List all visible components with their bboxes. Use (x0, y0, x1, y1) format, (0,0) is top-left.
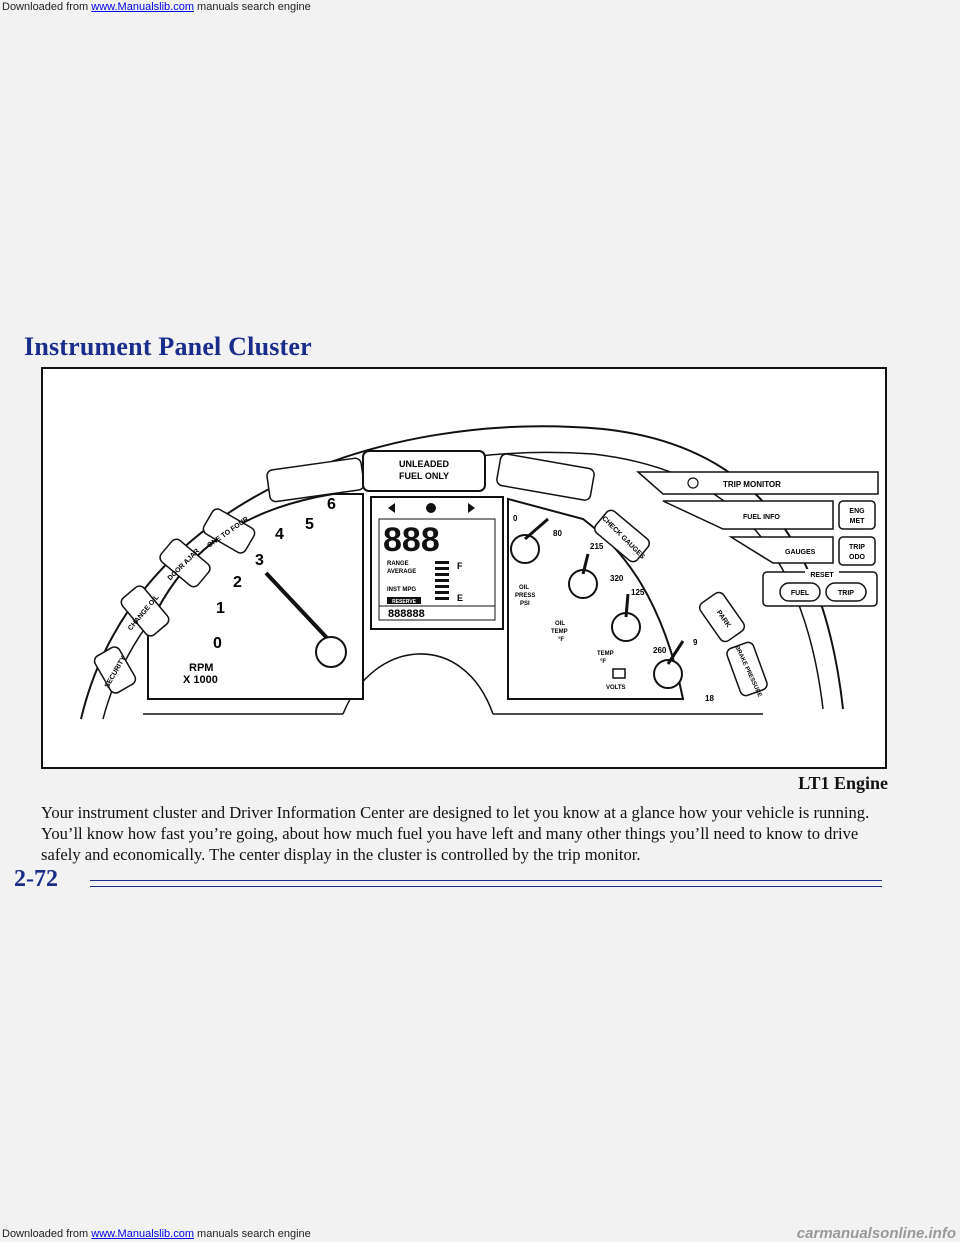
tach-number-6: 6 (327, 496, 336, 513)
coolant-temp-low: 125 (631, 588, 645, 597)
oil-press-label-3: PSI (520, 601, 530, 607)
coolant-temp-high: 260 (653, 646, 667, 655)
oil-press-high: 80 (553, 529, 562, 538)
eng-met-button-line-2: MET (850, 518, 866, 525)
gauges-button: GAUGES (785, 549, 816, 556)
tach-number-0: 0 (213, 635, 222, 652)
tach-hub (315, 636, 347, 668)
oil-press-low: 0 (513, 514, 518, 523)
eng-met-button-line-1: ENG (849, 508, 865, 515)
digital-speed-readout: 888 (383, 521, 440, 559)
tach-needle (264, 571, 330, 641)
right-turn-arrow-icon (468, 503, 475, 513)
fuel-info-button: FUEL INFO (743, 514, 780, 521)
tach-number-5: 5 (305, 516, 314, 533)
voltmeter-gauge: 9 18 VOLTS (606, 638, 714, 703)
banner-suffix: manuals search engine (193, 1, 311, 13)
inst-mpg-label: INST MPG (387, 587, 416, 593)
reset-fuel-button: FUEL (791, 590, 810, 597)
tach-number-1: 1 (216, 600, 225, 617)
figure-caption: LT1 Engine (798, 773, 888, 793)
tach-rpm-label: RPM (189, 662, 213, 674)
fuel-gauge-full-label: F (457, 561, 463, 571)
coolant-temp-label-2: °F (600, 659, 606, 665)
oil-temp-label-2: TEMP (551, 629, 568, 635)
fuel-bar-graph (435, 561, 449, 600)
oil-pressure-gauge: 0 80 OIL PRESS PSI (510, 514, 562, 607)
manualslib-link-top[interactable]: www.Manualslib.com (91, 1, 194, 13)
oil-temperature-gauge: 215 320 OIL TEMP °F (551, 542, 624, 643)
footer-rule (90, 880, 882, 887)
oil-temp-label-1: OIL (555, 621, 565, 627)
fuel-label-fuel-only: FUEL ONLY (399, 471, 449, 481)
reset-trip-button: TRIP (838, 590, 854, 597)
volts-label: VOLTS (606, 685, 626, 691)
tachometer: 0 1 2 3 4 5 6 RPM X 1000 (183, 496, 347, 686)
reset-label: RESET (810, 572, 834, 579)
banner-prefix: Downloaded from (2, 1228, 92, 1240)
reserve-label: RESERVE (392, 599, 416, 605)
oil-temp-high: 320 (610, 574, 624, 583)
trip-odo-button-line-2: ODO (849, 554, 866, 561)
tach-number-2: 2 (233, 574, 242, 591)
watermark: carmanualsonline.info (796, 1225, 956, 1242)
trip-odo-button-line-1: TRIP (849, 544, 865, 551)
page-number: 2-72 (14, 866, 58, 892)
banner-prefix: Downloaded from (2, 1, 92, 13)
download-source-banner-top: Downloaded from www.Manualslib.com manua… (0, 0, 960, 14)
fuel-gauge-empty-label: E (457, 593, 463, 603)
left-turn-arrow-icon (388, 503, 395, 513)
tach-number-3: 3 (255, 552, 264, 569)
battery-icon (612, 668, 626, 679)
volts-high: 18 (705, 694, 714, 703)
oil-press-label-2: PRESS (515, 593, 535, 599)
tach-number-4: 4 (275, 526, 284, 543)
coolant-temp-label-1: TEMP (597, 651, 614, 657)
body-paragraph: Your instrument cluster and Driver Infor… (41, 803, 870, 864)
left-indicator-column: SECURITY CHANGE OIL DOOR AJAR ONE TO FOU… (93, 508, 256, 694)
trip-monitor-indicator-icon (687, 477, 699, 489)
oil-temp-low: 215 (590, 542, 604, 551)
coolant-temperature-gauge: 125 260 TEMP °F (597, 588, 667, 665)
odometer-readout: 888888 (388, 608, 425, 620)
banner-suffix: manuals search engine (193, 1228, 311, 1240)
fuel-label-unleaded: UNLEADED (399, 459, 450, 469)
manualslib-link-bottom[interactable]: www.Manualslib.com (91, 1228, 194, 1240)
volts-low: 9 (693, 638, 698, 647)
high-beam-icon (426, 503, 436, 513)
instrument-cluster-illustration: UNLEADED FUEL ONLY 888 RANGE AVERAGE INS… (41, 367, 887, 769)
page-title: Instrument Panel Cluster (24, 332, 312, 361)
trip-monitor-panel: TRIP MONITOR FUEL INFO ENG MET GAUGES TR… (636, 471, 879, 607)
trip-monitor-title: TRIP MONITOR (723, 480, 781, 489)
oil-press-label-1: OIL (519, 585, 529, 591)
download-source-banner-bottom: Downloaded from www.Manualslib.com manua… (0, 1226, 960, 1242)
range-label: RANGE (387, 561, 409, 567)
average-label: AVERAGE (387, 569, 416, 575)
tach-x1000-label: X 1000 (183, 674, 218, 686)
oil-temp-label-3: °F (558, 637, 564, 643)
